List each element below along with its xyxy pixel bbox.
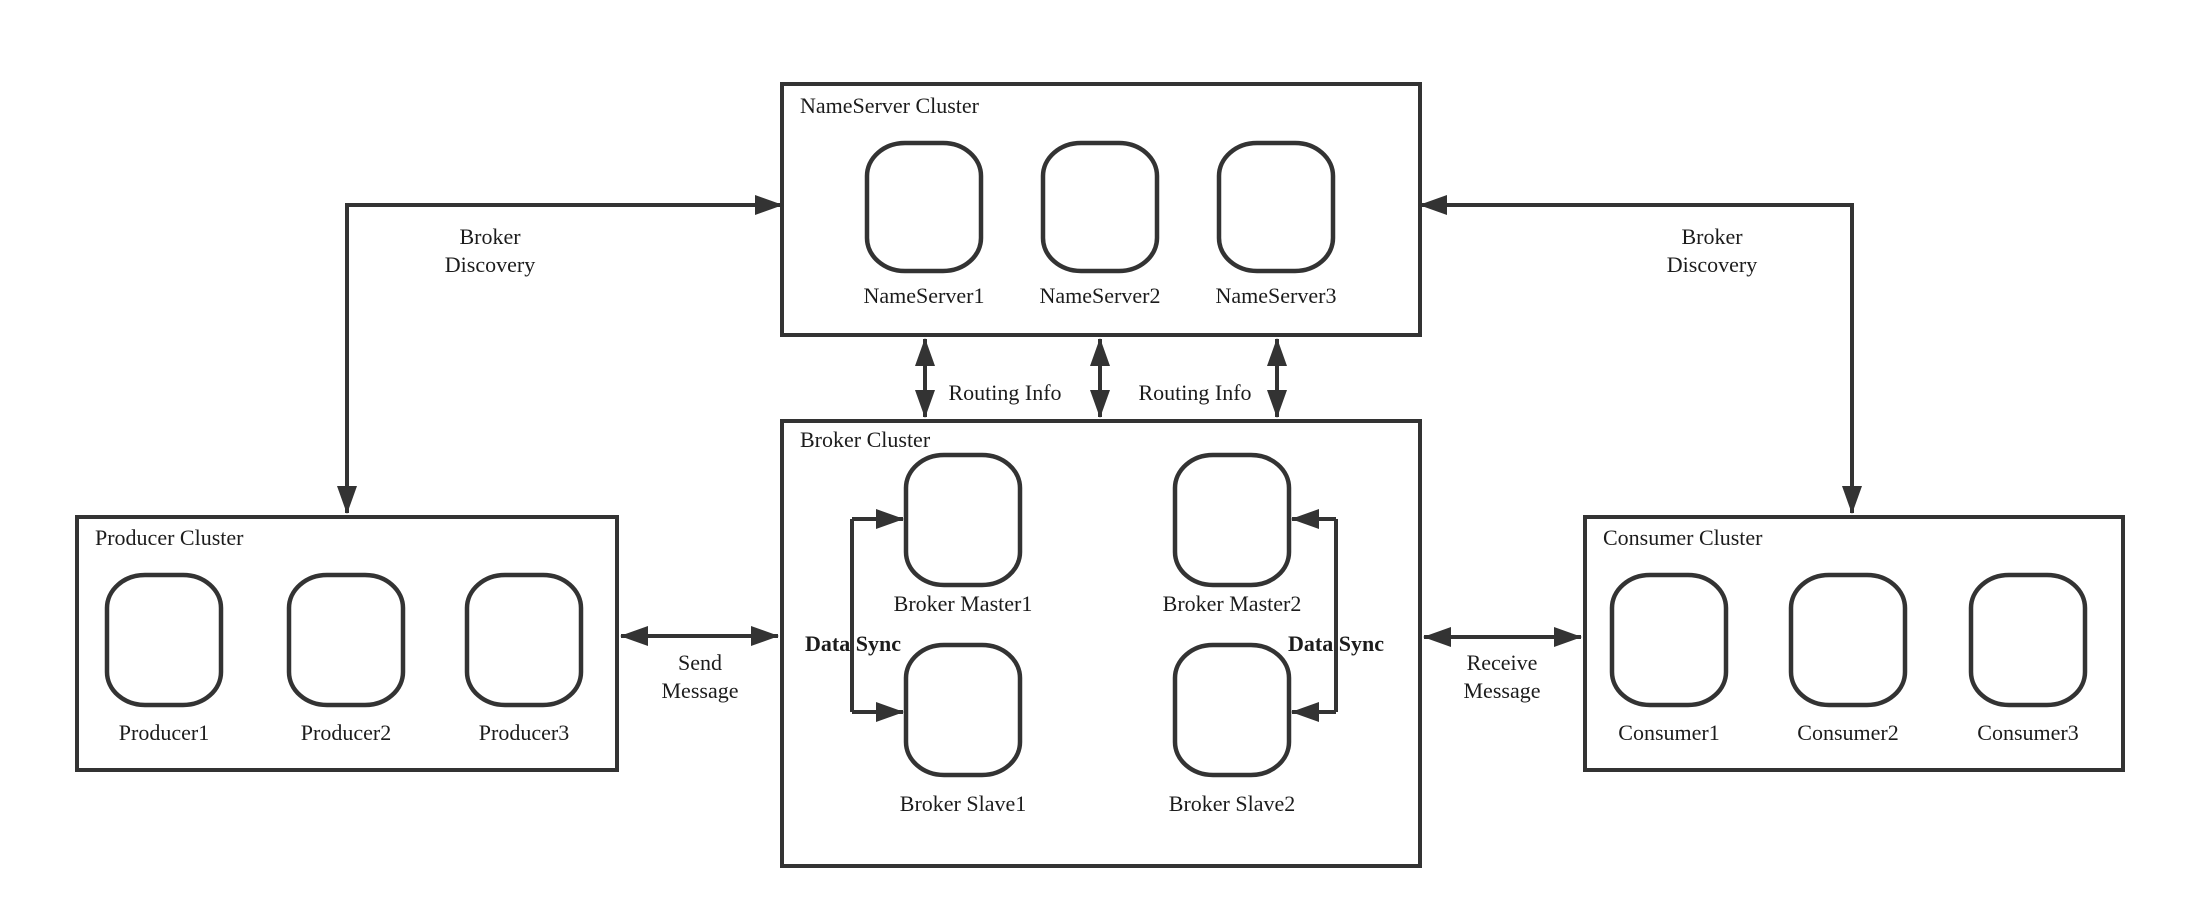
routing-info-label-2: Routing Info: [1138, 380, 1251, 405]
data-sync-label-right: Data Sync: [1288, 631, 1384, 656]
broker-discovery-left-label-line2: Discovery: [445, 252, 535, 277]
nameserver1-node: [864, 140, 984, 274]
routing-info-edges: Routing Info Routing Info: [915, 338, 1287, 418]
nameserver3-label: NameServer3: [1216, 283, 1337, 308]
producer3-label: Producer3: [479, 720, 569, 745]
consumer-cluster: Consumer Cluster Consumer1 Consumer2 Con…: [1583, 515, 2125, 772]
broker-discovery-left-label-line1: Broker: [459, 224, 521, 249]
broker-slave2-label: Broker Slave2: [1169, 791, 1295, 816]
send-message-label-line2: Message: [662, 678, 739, 703]
producer1-label: Producer1: [119, 720, 209, 745]
receive-message-edge: Receive Message: [1423, 627, 1582, 703]
broker-master1-label: Broker Master1: [894, 591, 1033, 616]
consumer3-node: [1968, 572, 2088, 708]
consumer-cluster-title: Consumer Cluster: [1603, 525, 1763, 550]
producer2-node: [286, 572, 406, 708]
broker-master2-label: Broker Master2: [1163, 591, 1302, 616]
nameserver2-label: NameServer2: [1040, 283, 1161, 308]
broker-cluster-title: Broker Cluster: [800, 427, 931, 452]
send-message-edge: Send Message: [620, 626, 779, 703]
producer3-node: [464, 572, 584, 708]
producer-cluster-title: Producer Cluster: [95, 525, 244, 550]
consumer1-node: [1609, 572, 1729, 708]
routing-info-label-1: Routing Info: [948, 380, 1061, 405]
broker-discovery-right-label-line1: Broker: [1681, 224, 1743, 249]
broker-discovery-right-edge: Broker Discovery: [1419, 195, 1862, 514]
producer1-node: [104, 572, 224, 708]
broker-slave1-node: [903, 642, 1023, 778]
broker-discovery-left-edge: Broker Discovery: [337, 195, 783, 514]
consumer2-label: Consumer2: [1797, 720, 1898, 745]
broker-master2-node: [1172, 452, 1292, 588]
data-sync-label-left: Data Sync: [805, 631, 901, 656]
send-message-label-line1: Send: [678, 650, 722, 675]
broker-discovery-right-label-line2: Discovery: [1667, 252, 1757, 277]
nameserver-cluster: NameServer Cluster NameServer1 NameServe…: [780, 82, 1422, 337]
producer-cluster: Producer Cluster Producer1 Producer2 Pro…: [75, 515, 619, 772]
broker-discovery-left-arrow: [337, 195, 783, 514]
broker-discovery-right-arrow: [1419, 195, 1862, 514]
nameserver3-node: [1216, 140, 1336, 274]
receive-message-label-line1: Receive: [1467, 650, 1538, 675]
nameserver1-label: NameServer1: [864, 283, 985, 308]
broker-slave2-node: [1172, 642, 1292, 778]
broker-cluster: Broker Cluster Broker Master1 Broker Mas…: [780, 419, 1422, 868]
nameserver-cluster-title: NameServer Cluster: [800, 93, 980, 118]
receive-message-label-line2: Message: [1464, 678, 1541, 703]
nameserver2-node: [1040, 140, 1160, 274]
consumer2-node: [1788, 572, 1908, 708]
producer2-label: Producer2: [301, 720, 391, 745]
consumer-cluster-box: [1583, 515, 2125, 772]
broker-slave1-label: Broker Slave1: [900, 791, 1026, 816]
consumer3-label: Consumer3: [1977, 720, 2078, 745]
consumer1-label: Consumer1: [1618, 720, 1719, 745]
broker-master1-node: [903, 452, 1023, 588]
producer-cluster-box: [75, 515, 619, 772]
broker-cluster-box: [780, 419, 1422, 868]
